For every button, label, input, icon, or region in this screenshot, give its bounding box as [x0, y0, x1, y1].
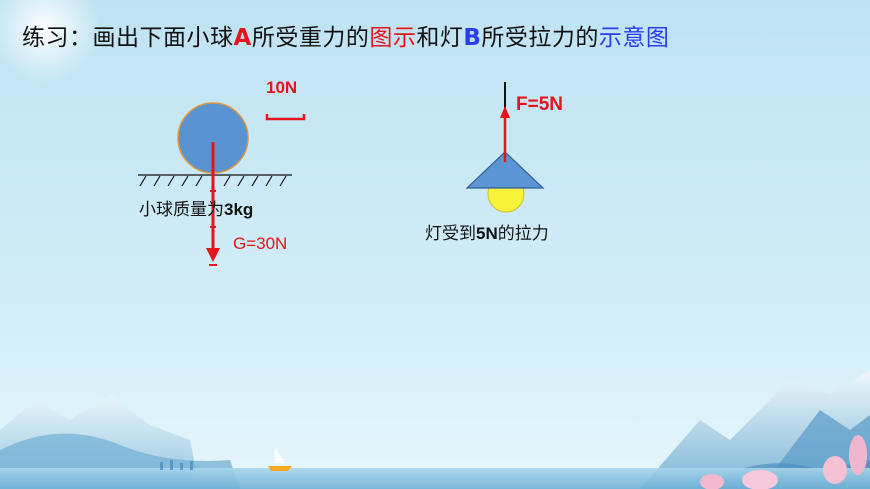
exercise-title: 练习：画出下面小球A所受重力的图示和灯B所受拉力的示意图 — [22, 18, 669, 52]
sailboat-icon — [268, 448, 292, 471]
title-term-sketch: 示意图 — [598, 25, 670, 51]
tension-arrow — [500, 106, 510, 162]
gravity-label: G=30N — [233, 234, 288, 253]
ball-mass-caption-prefix: 小球质量为 — [139, 200, 224, 220]
scale-bar — [265, 114, 306, 121]
title-mid1: 所受重力的 — [251, 25, 370, 51]
tension-label: F=5N — [516, 94, 563, 115]
gravity-arrow — [206, 142, 220, 266]
lamp-caption: 灯受到5N的拉力 — [425, 219, 549, 244]
scale-label: 10N — [266, 78, 298, 97]
sun-glow — [0, 0, 100, 83]
lamp-caption-value: 5N — [476, 224, 498, 243]
title-mid3: 所受拉力的 — [481, 25, 599, 51]
ball-mass-caption: 小球质量为3kg — [139, 195, 253, 220]
lamp-caption-prefix: 灯受到 — [425, 224, 476, 244]
title-letter-a: A — [233, 25, 252, 51]
ground-surface — [138, 174, 292, 187]
ball-mass-value: 3kg — [224, 200, 254, 219]
lampshade — [465, 151, 545, 189]
title-letter-b: B — [463, 25, 482, 51]
title-mid2: 和灯 — [416, 25, 464, 51]
title-term-graphic: 图示 — [369, 25, 417, 51]
title-prefix: 练习：画出下面小球 — [22, 25, 234, 51]
lamp-caption-suffix: 的拉力 — [497, 224, 549, 244]
